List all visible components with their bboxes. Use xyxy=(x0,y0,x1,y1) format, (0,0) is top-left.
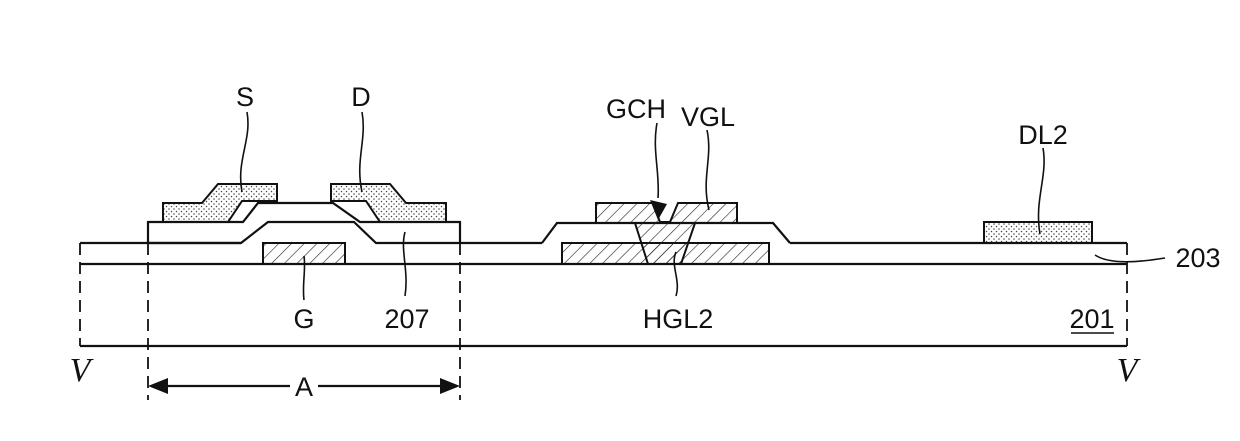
label-region-a: A xyxy=(295,372,313,402)
label-gate: G xyxy=(293,304,314,334)
label-hgl2: HGL2 xyxy=(643,304,714,334)
data-line-dl2 xyxy=(984,222,1092,243)
label-source: S xyxy=(236,82,254,112)
label-drain: D xyxy=(351,82,371,112)
label-section-left: V xyxy=(70,352,95,389)
label-dl2: DL2 xyxy=(1018,120,1068,150)
label-vgl: VGL xyxy=(681,102,735,132)
label-gch: GCH xyxy=(606,94,666,124)
label-203: 203 xyxy=(1175,243,1220,273)
label-207: 207 xyxy=(384,304,429,334)
drain-electrode xyxy=(331,184,446,222)
label-section-right: V xyxy=(1117,352,1142,389)
label-201: 201 xyxy=(1069,304,1114,334)
